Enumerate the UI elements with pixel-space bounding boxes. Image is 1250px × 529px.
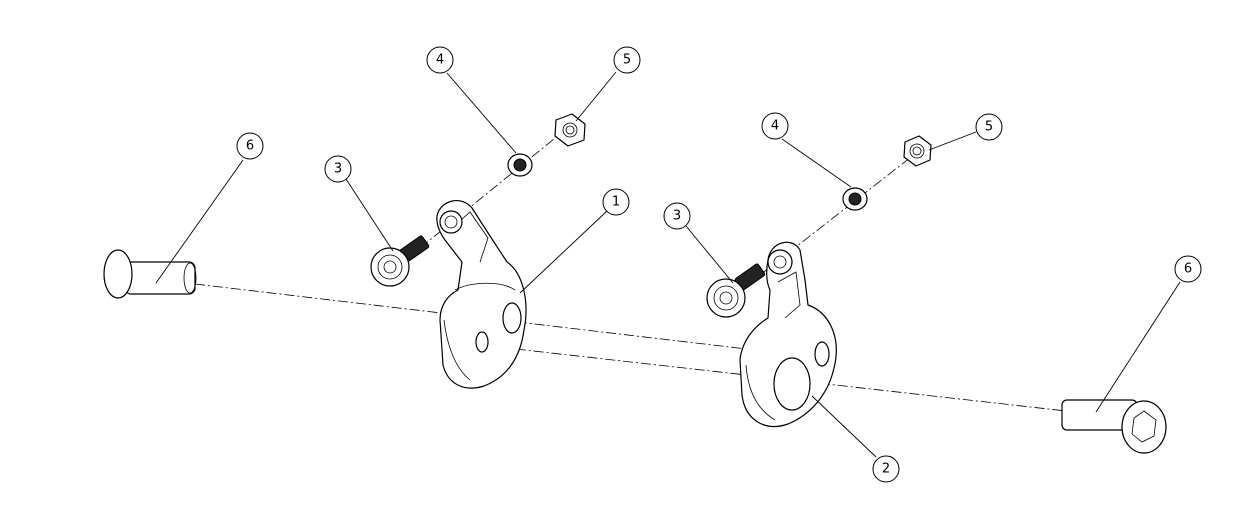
bolt-left xyxy=(370,235,430,287)
leader-4b xyxy=(781,138,852,188)
leader-3a xyxy=(345,178,394,252)
centerline-pin-lower xyxy=(479,344,1076,413)
callout-3-right-label: 3 xyxy=(673,209,681,224)
callout-4-right-label: 4 xyxy=(771,119,779,134)
callout-6-left-label: 6 xyxy=(246,139,254,154)
callout-5-right: 5 xyxy=(975,113,1003,141)
callout-1-label: 1 xyxy=(612,195,620,210)
callout-3-left-label: 3 xyxy=(334,162,342,177)
callout-3-right: 3 xyxy=(663,202,691,230)
leader-5a xyxy=(575,71,617,122)
callouts: 1 2 3 3 4 4 5 5 xyxy=(236,46,1202,483)
nut-left xyxy=(554,113,586,147)
callout-6-left: 6 xyxy=(236,132,264,160)
leader-lines xyxy=(155,71,1181,458)
leader-5b xyxy=(928,131,977,151)
leader-1 xyxy=(519,210,608,294)
callout-5-right-label: 5 xyxy=(985,120,993,135)
washer-left xyxy=(507,153,533,177)
callout-4-right: 4 xyxy=(761,112,789,140)
callout-6-right-label: 6 xyxy=(1184,262,1192,277)
callout-2: 2 xyxy=(872,455,900,483)
nut-right xyxy=(903,135,932,167)
callout-5-left: 5 xyxy=(613,46,641,74)
link-arm-1 xyxy=(436,200,527,389)
callout-6-right: 6 xyxy=(1174,255,1202,283)
pin-left xyxy=(103,249,197,299)
centerline-pin-upper xyxy=(194,283,756,351)
washer-right xyxy=(842,187,868,211)
callout-5-left-label: 5 xyxy=(623,53,631,68)
socket-screw-right xyxy=(1061,399,1167,454)
leader-6b xyxy=(1095,281,1181,413)
leader-6a xyxy=(155,159,244,284)
callout-1: 1 xyxy=(602,188,630,216)
leader-4a xyxy=(446,72,517,154)
callout-4-left-label: 4 xyxy=(436,53,444,68)
leader-2 xyxy=(811,395,877,458)
callout-2-label: 2 xyxy=(882,462,890,477)
leader-3b xyxy=(685,225,734,284)
callout-3-left: 3 xyxy=(324,155,352,183)
callout-4-left: 4 xyxy=(426,46,454,74)
bolt-right xyxy=(706,263,766,318)
link-arm-2 xyxy=(739,241,837,428)
centerline-bolt-right xyxy=(759,149,921,276)
